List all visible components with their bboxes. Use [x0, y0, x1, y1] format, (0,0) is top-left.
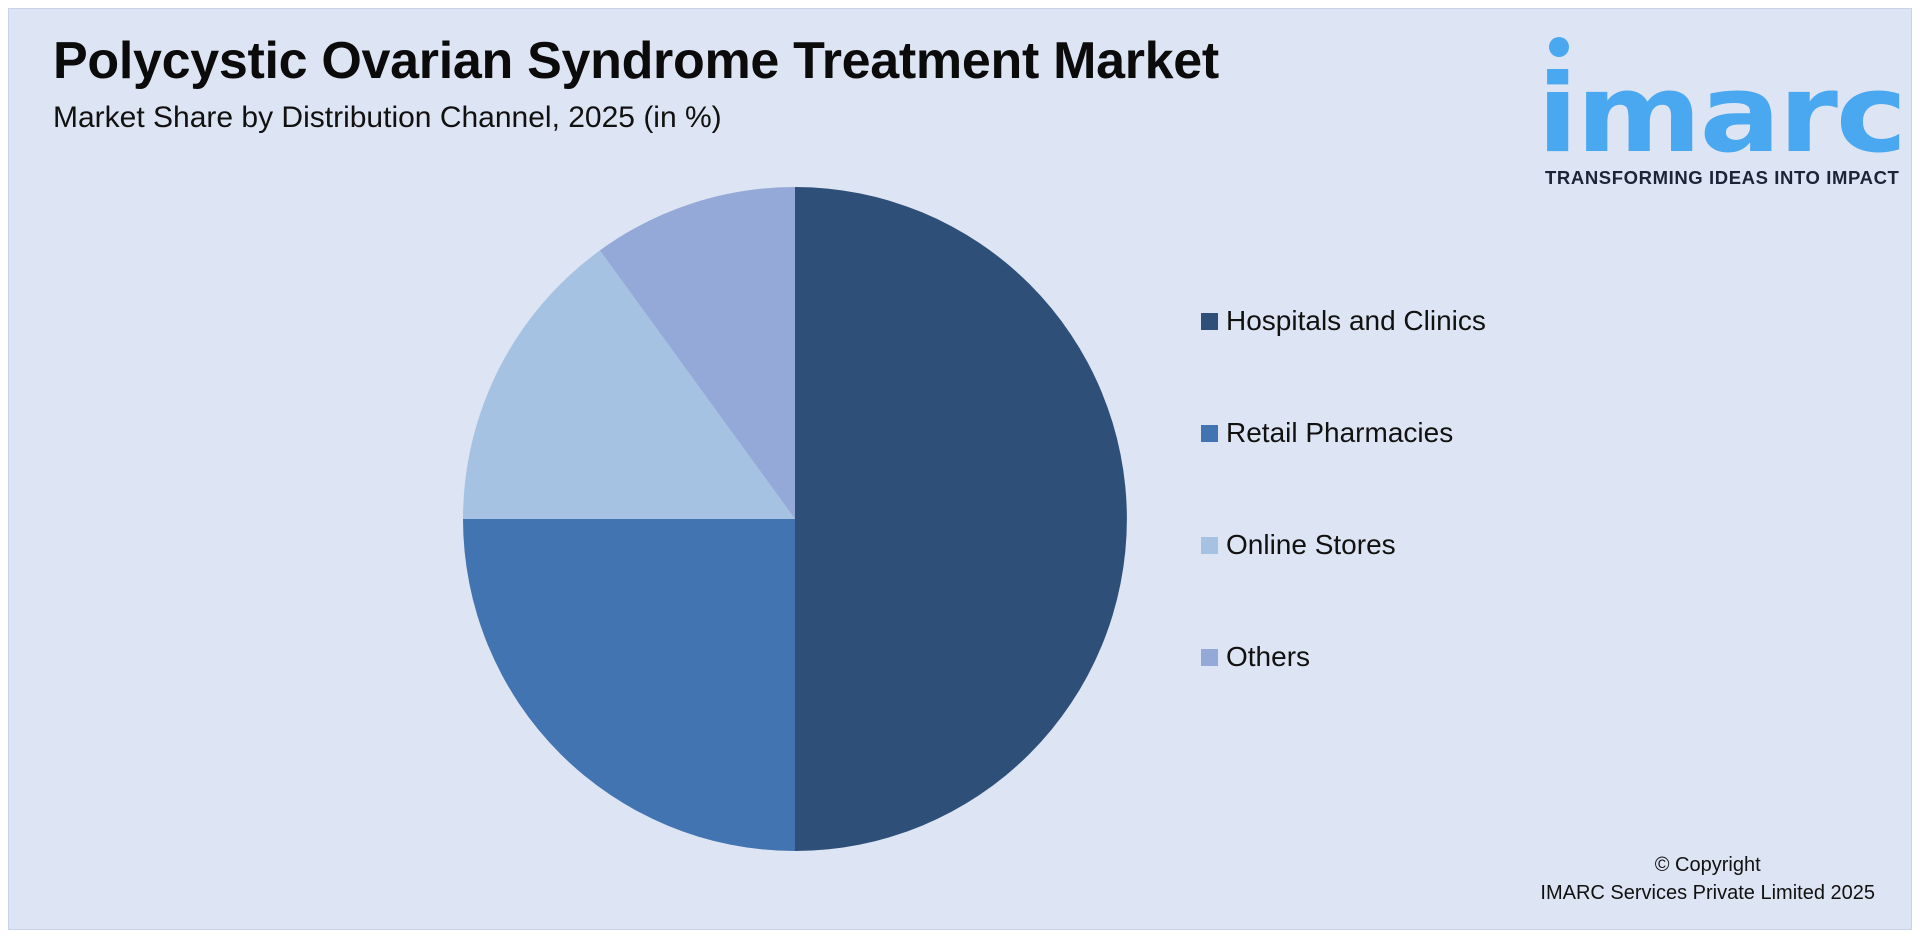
legend-swatch	[1201, 648, 1218, 666]
legend-item: Online Stores	[1201, 525, 1396, 565]
legend-swatch	[1201, 312, 1218, 330]
legend-swatch	[1201, 424, 1218, 442]
imarc-logo-graphic: imarc	[1537, 37, 1907, 169]
pie-slice-others	[599, 187, 795, 519]
logo-wordmark: imarc	[1537, 52, 1905, 169]
copyright-notice: © Copyright IMARC Services Private Limit…	[1540, 851, 1875, 907]
legend-item: Retail Pharmacies	[1201, 413, 1453, 453]
legend-label: Others	[1226, 641, 1311, 672]
legend-item: Others	[1201, 637, 1310, 677]
legend-label: Retail Pharmacies	[1226, 417, 1454, 448]
pie-chart	[463, 187, 1127, 851]
pie-slice-online-stores	[463, 250, 795, 519]
legend-swatch	[1201, 536, 1218, 554]
copyright-line-2: IMARC Services Private Limited 2025	[1540, 882, 1875, 904]
chart-subtitle: Market Share by Distribution Channel, 20…	[53, 101, 722, 134]
chart-title: Polycystic Ovarian Syndrome Treatment Ma…	[53, 32, 1219, 90]
legend-label: Online Stores	[1226, 529, 1396, 560]
logo-tagline: TRANSFORMING IDEAS INTO IMPACT	[1545, 167, 1900, 188]
copyright-line-1: © Copyright	[1654, 854, 1761, 876]
legend-item: Hospitals and Clinics	[1201, 301, 1486, 341]
logo-dot	[1549, 37, 1569, 57]
legend-label: Hospitals and Clinics	[1226, 305, 1486, 336]
pie-slice-hospitals-and-clinics	[795, 187, 1127, 851]
imarc-logo: imarc TRANSFORMING IDEAS INTO IMPACT	[1537, 29, 1917, 199]
pie-slice-retail-pharmacies	[463, 519, 795, 851]
chart-frame: Polycystic Ovarian Syndrome Treatment Ma…	[8, 8, 1912, 930]
